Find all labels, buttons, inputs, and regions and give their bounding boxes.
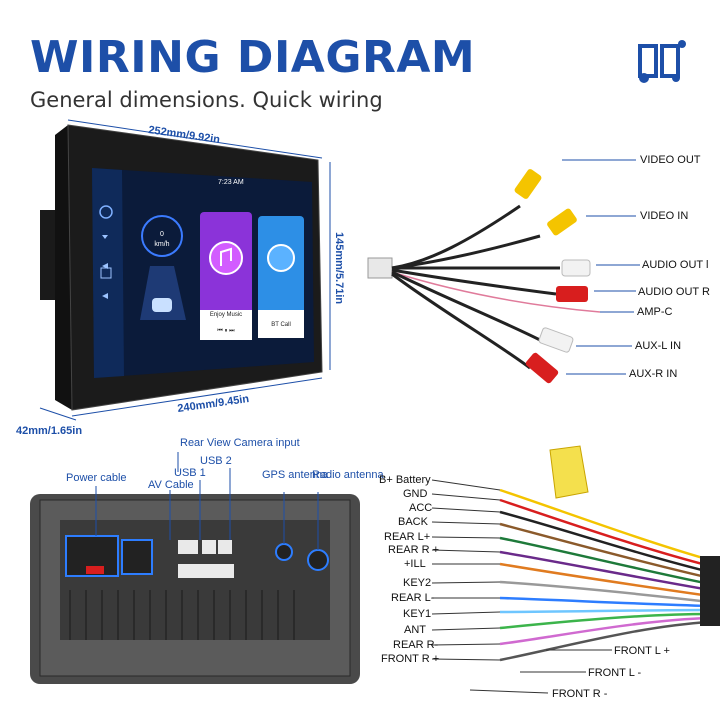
dim-depth: 42mm/1.65in [16, 425, 82, 437]
rca-video-in [547, 208, 577, 236]
wire-label: REAR R + [388, 544, 439, 556]
wire-label: BACK [398, 516, 429, 528]
wire-label: ANT [404, 624, 426, 636]
wire-label: KEY1 [403, 608, 431, 620]
rca-label: AUX-R IN [629, 368, 677, 380]
wire-label: REAR L+ [384, 531, 430, 543]
rca-label: AUX-L IN [635, 340, 681, 352]
dim-height: 145mm/5.71in [333, 232, 345, 304]
music-card-label: Enjoy Music [210, 312, 242, 318]
wire-label: GND [403, 488, 428, 500]
rca-aux-l [538, 327, 574, 353]
music-note-icon [220, 247, 232, 266]
power-harness [499, 445, 720, 662]
wire-label: +ILL [404, 558, 426, 570]
wire-label: FRONT R + [381, 653, 439, 665]
wire-label: FRONT L - [588, 667, 642, 679]
wire-label: B+ Battery [379, 474, 431, 486]
rca-aux-r [525, 352, 559, 384]
wire-label: FRONT L + [614, 645, 670, 657]
label-usb2: USB 2 [200, 455, 232, 467]
rca-audio-out-r [556, 286, 588, 302]
camera-port [178, 564, 234, 578]
wire-label: REAR R- [393, 639, 439, 651]
gps-port [275, 543, 293, 561]
page-title: WIRING DIAGRAM [30, 32, 476, 83]
radio-port [307, 549, 329, 571]
wire-label: ACC [409, 502, 432, 514]
rca-leaders [562, 159, 640, 375]
dimension-lines [39, 119, 331, 421]
back-icon [102, 235, 108, 239]
svg-text:⏮ ⏸ ⏭: ⏮ ⏸ ⏭ [217, 328, 235, 334]
wire-label: REAR L- [391, 592, 435, 604]
usb2-port [218, 540, 232, 554]
rca-label: AMP-C [637, 306, 673, 318]
rca-label: AUDIO OUT l [642, 259, 708, 271]
speed-unit: km/h [154, 241, 169, 248]
wire-label-group-right: FRONT L + FRONT L - FRONT R - [552, 645, 670, 700]
brand-logo-icon [638, 40, 686, 83]
phone-icon [267, 244, 295, 272]
settings-icon [99, 205, 113, 219]
label-power-cable: Power cable [66, 472, 127, 484]
wire-label: FRONT R - [552, 688, 608, 700]
rca-label: AUDIO OUT R [638, 286, 710, 298]
rca-video-out [514, 169, 542, 199]
bt-card-label: BT Call [271, 322, 291, 328]
rear-panel [30, 494, 360, 684]
label-radio: Radio antenna [312, 469, 384, 481]
label-camera-input: Rear View Camera input [180, 437, 300, 449]
apps-icon [100, 267, 112, 279]
av-port [121, 539, 153, 575]
wire-leaders [431, 479, 612, 694]
page-subtitle: General dimensions. Quick wiring [30, 88, 383, 112]
rca-harness [367, 169, 601, 384]
label-av-cable: AV Cable [148, 479, 194, 491]
label-gps: GPS antenna [262, 469, 329, 481]
rca-label: VIDEO IN [640, 210, 688, 222]
status-time: 7:23 AM [218, 179, 244, 186]
speed-value: 0 [160, 231, 164, 238]
rca-label-group: VIDEO OUT VIDEO IN AUDIO OUT l AUDIO OUT R A… [629, 154, 710, 380]
wire-label: KEY2 [403, 577, 431, 589]
rca-label: VIDEO OUT [640, 154, 701, 166]
dim-width-bottom: 240mm/9.45in [177, 393, 250, 415]
rear-leaders [95, 452, 319, 550]
volume-up-icon [102, 293, 108, 299]
label-usb1: USB 1 [174, 467, 206, 479]
rca-audio-out-l [561, 259, 591, 277]
head-unit: 0 km/h 7:23 AM Enjoy Music ⏮ ⏸ ⏭ BT Call [40, 124, 323, 411]
usb1-port [178, 540, 198, 554]
